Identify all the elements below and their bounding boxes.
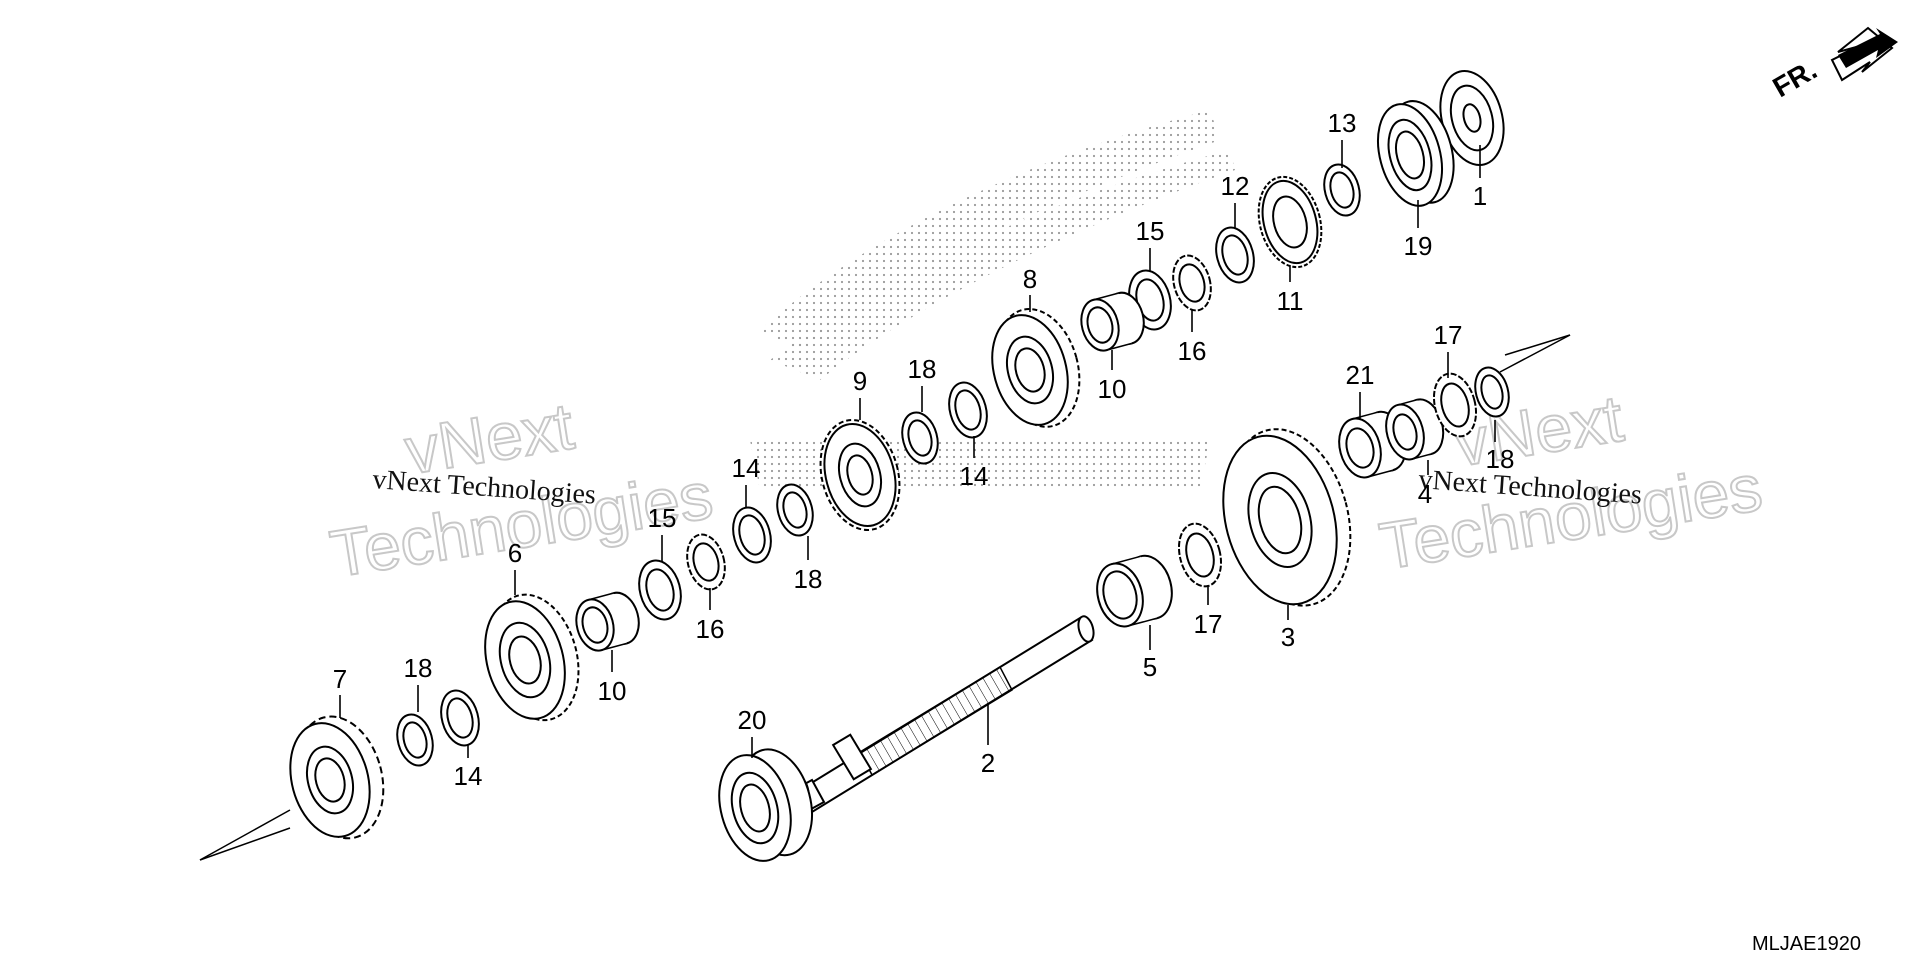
callout-16: 16 — [696, 614, 725, 644]
part-10-needle-bearing — [575, 591, 640, 652]
callout-1: 1 — [1473, 181, 1487, 211]
callout-9: 9 — [853, 366, 867, 396]
part-18-washer — [901, 411, 939, 465]
callout-13: 13 — [1328, 108, 1357, 138]
callout-19: 19 — [1404, 231, 1433, 261]
callout-4: 4 — [1418, 479, 1432, 509]
part-16-lock-washer — [686, 533, 726, 591]
callout-16: 16 — [1178, 336, 1207, 366]
fr-label: FR. — [1768, 54, 1823, 103]
part-14-circlip — [440, 689, 480, 747]
callout-labels: 1 13 19 12 11 15 16 8 10 18 9 14 14 18 1… — [333, 108, 1515, 791]
part-14-circlip — [732, 506, 772, 564]
axis-lines — [199, 334, 1571, 861]
leader-lines — [339, 140, 1496, 758]
part-20-bearing — [718, 748, 813, 862]
callout-15: 15 — [1136, 216, 1165, 246]
part-21-needle-bearing — [1338, 410, 1407, 479]
part-16-lock-washer — [1172, 254, 1212, 312]
part-18-washer — [396, 713, 434, 767]
part-2-shaft — [788, 615, 1095, 816]
part-15-splined-washer — [638, 559, 682, 621]
part-4-needle-bearing — [1385, 398, 1445, 461]
callout-21: 21 — [1346, 360, 1375, 390]
callout-18: 18 — [404, 653, 433, 683]
part-11-gear — [1257, 175, 1323, 269]
callout-8: 8 — [1023, 264, 1037, 294]
callout-5: 5 — [1143, 652, 1157, 682]
callout-17: 17 — [1194, 609, 1223, 639]
part-6-gear — [484, 593, 580, 722]
part-3-gear — [1222, 428, 1352, 607]
callout-14: 14 — [960, 461, 989, 491]
callout-7: 7 — [333, 664, 347, 694]
callout-18: 18 — [908, 354, 937, 384]
part-17-thrust-washer — [1177, 522, 1223, 588]
part-14-circlip — [948, 381, 988, 439]
front-direction-arrow: FR. — [1768, 26, 1898, 103]
callout-3: 3 — [1281, 622, 1295, 652]
part-12-circlip — [1215, 226, 1255, 284]
callout-18: 18 — [1486, 444, 1515, 474]
callout-2: 2 — [981, 748, 995, 778]
part-5-bushing — [1096, 554, 1173, 628]
part-7-gear — [289, 715, 385, 840]
callout-17: 17 — [1434, 320, 1463, 350]
callout-14: 14 — [454, 761, 483, 791]
part-18-washer — [1474, 366, 1510, 418]
part-9-gear — [819, 419, 901, 531]
callout-12: 12 — [1221, 171, 1250, 201]
part-13-washer — [1323, 163, 1361, 217]
part-17-thrust-washer — [1432, 372, 1478, 438]
part-19-bearing — [1377, 100, 1455, 207]
part-10-needle-bearing — [1080, 291, 1145, 352]
part-1-cap — [1439, 69, 1505, 167]
part-8-gear — [991, 308, 1081, 428]
callout-6: 6 — [508, 538, 522, 568]
callout-14: 14 — [732, 453, 761, 483]
part-18-washer — [776, 483, 814, 537]
callout-15: 15 — [648, 503, 677, 533]
diagram-code: MLJAE1920 — [1752, 933, 1861, 955]
callout-18: 18 — [794, 564, 823, 594]
callout-10: 10 — [1098, 374, 1127, 404]
callout-20: 20 — [738, 705, 767, 735]
callout-10: 10 — [598, 676, 627, 706]
callout-11: 11 — [1277, 286, 1304, 316]
